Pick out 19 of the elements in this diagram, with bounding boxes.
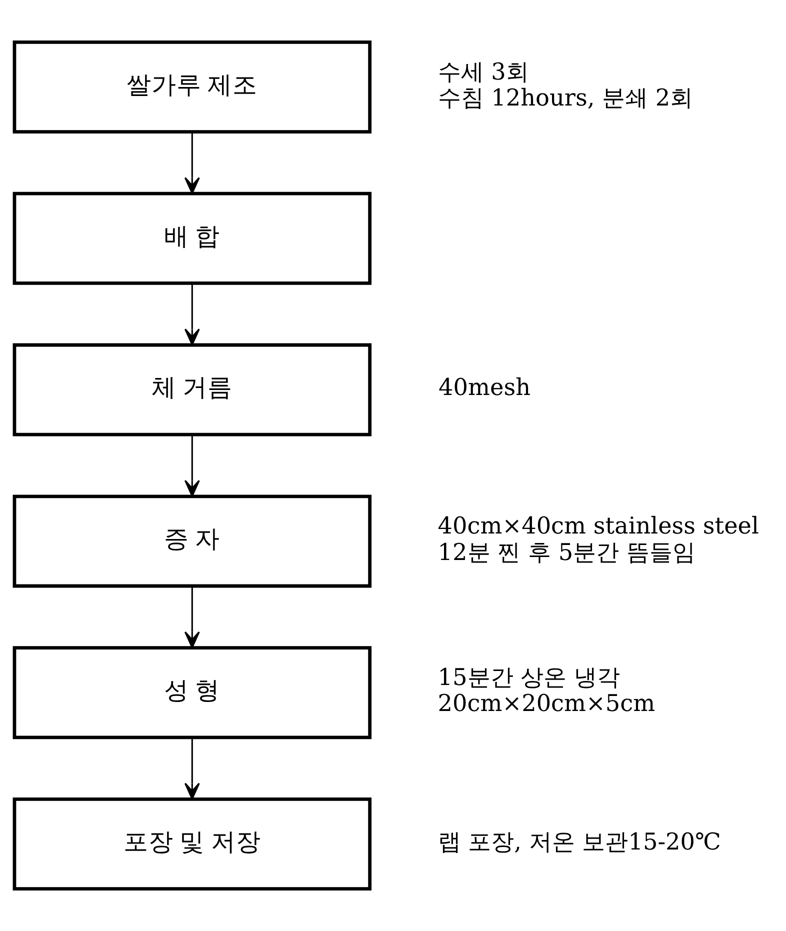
node-label: 랩 포장, 저온 보관15-20℃ — [438, 828, 721, 856]
node-box: 체 거름 — [12, 343, 372, 436]
node-box: 성 형 — [12, 646, 372, 740]
node-box: 포장 및 저장 — [12, 798, 372, 891]
arrow — [184, 737, 200, 800]
arrow — [184, 586, 200, 648]
arrow — [184, 434, 200, 497]
node-label: 40cm×40cm stainless steel — [438, 512, 759, 540]
node-label: 수세 3회 — [438, 58, 529, 86]
node-label: 수침 12hours, 분쇄 2회 — [438, 84, 694, 112]
node-label: 20cm×20cm×5cm — [438, 690, 656, 718]
arrow — [184, 132, 200, 194]
node-label: 40mesh — [438, 374, 531, 402]
node-box: 배 합 — [12, 192, 372, 285]
node-label: 15분간 상온 냉각 — [438, 664, 620, 691]
arrow — [184, 283, 200, 346]
node-label: 12분 찐 후 5분간 뜸들임 — [438, 538, 696, 566]
node-box: 증 자 — [12, 494, 372, 588]
node-box: 쌀가루 제조 — [12, 40, 372, 134]
